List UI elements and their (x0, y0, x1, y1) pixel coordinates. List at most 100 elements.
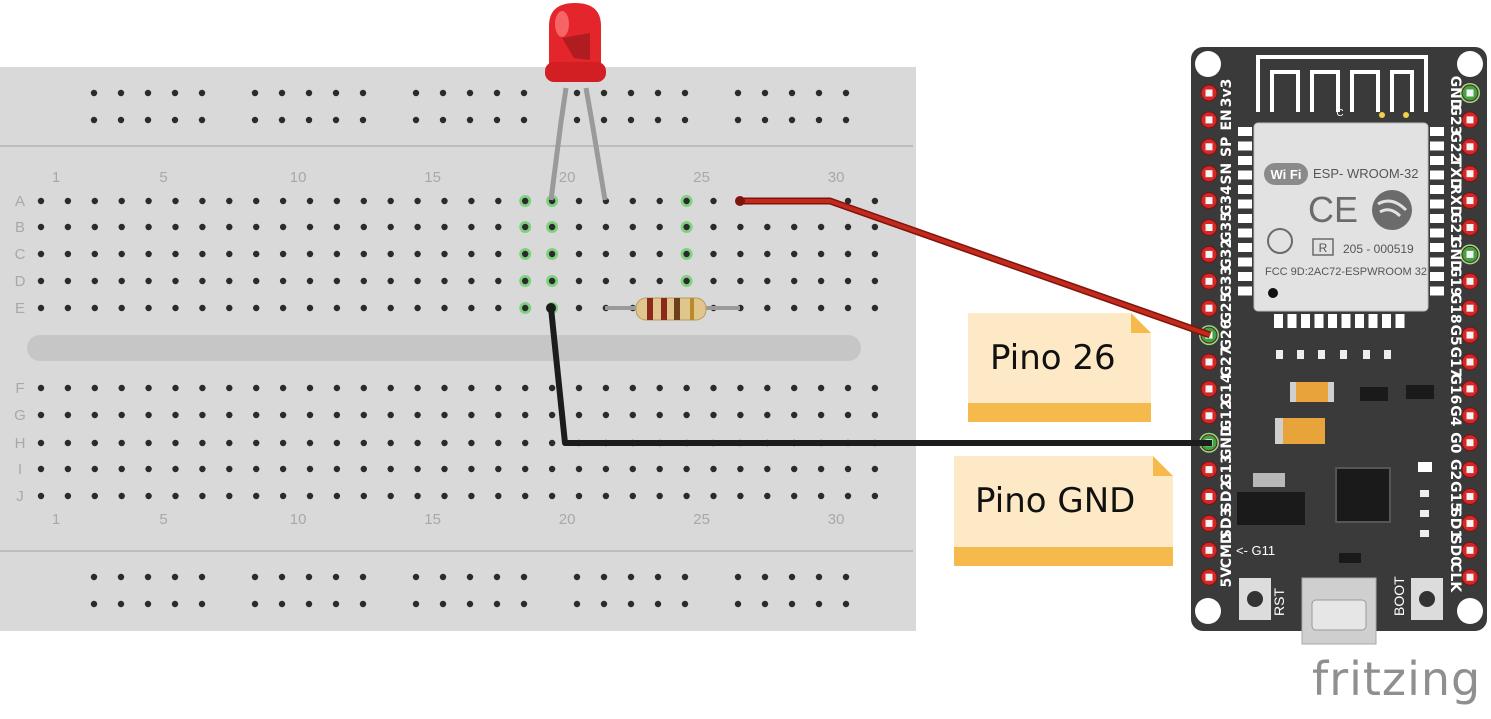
breadboard-hole (468, 384, 475, 392)
module-pad (1238, 185, 1252, 194)
breadboard-hole (172, 304, 179, 312)
left-pin-label: CMD (1219, 532, 1235, 568)
left-pin-pad (1205, 358, 1213, 366)
rail-hole (600, 116, 608, 124)
breadboard-hole (791, 250, 798, 258)
breadboard-hole (414, 250, 421, 258)
rail-hole (278, 89, 286, 97)
breadboard-hole (548, 223, 556, 231)
column-number: 10 (290, 169, 307, 186)
breadboard-hole (226, 492, 233, 500)
rail-hole (573, 116, 581, 124)
breadboard-hole (253, 439, 260, 447)
breadboard-hole (683, 411, 690, 419)
right-pin-pad (1466, 519, 1474, 527)
breadboard-hole (172, 223, 179, 231)
rail-hole (493, 600, 501, 608)
row-letter: J (16, 488, 24, 505)
left-pin-pad (1205, 89, 1213, 97)
breadboard-hole (495, 304, 502, 312)
right-pin-label: RXD (1447, 184, 1463, 217)
breadboard-hole (844, 465, 852, 473)
breadboard-hole (441, 492, 448, 500)
right-pin-label: CLK (1447, 562, 1463, 593)
breadboard-hole (710, 384, 717, 392)
led-highlight (555, 11, 569, 37)
breadboard-hole (414, 439, 421, 447)
breadboard-hole (387, 492, 394, 500)
rst-button (1247, 591, 1263, 607)
left-pin-label: G33 (1219, 266, 1235, 297)
breadboard-hole (414, 492, 421, 500)
breadboard-hole (360, 492, 367, 500)
breadboard-hole (306, 223, 314, 231)
right-pin-pad (1466, 170, 1474, 178)
breadboard-hole (306, 277, 314, 285)
breadboard-hole (495, 277, 502, 285)
left-pin-label: 5V (1219, 567, 1235, 588)
resistor-band (674, 298, 680, 320)
breadboard-hole (871, 492, 879, 500)
left-header-pins: 3v3ENSPSNG34G35G32G33G25G26G27G14G12GNDG… (1199, 79, 1235, 588)
left-pin-pad (1205, 143, 1213, 151)
rail-hole (117, 116, 125, 124)
breadboard-hole (387, 250, 394, 258)
breadboard-hole (199, 465, 206, 473)
breadboard-hole (656, 250, 663, 258)
breadboard-hole (145, 465, 152, 473)
module-pad (1430, 127, 1444, 136)
breadboard-hole (414, 197, 421, 205)
note-pin26-body (968, 313, 1151, 422)
breadboard-hole (629, 277, 636, 285)
module-pad (1301, 314, 1310, 328)
module-pad (1430, 141, 1444, 151)
right-pin-pad (1466, 250, 1474, 258)
left-pin-label: SD2 (1219, 481, 1235, 512)
breadboard-hole (710, 223, 717, 231)
left-pin-label: G13 (1219, 454, 1235, 485)
breadboard-hole (844, 277, 852, 285)
mount-hole (1195, 51, 1221, 77)
module-pad (1430, 228, 1444, 238)
breadboard-hole (468, 223, 475, 231)
smd-resistor (1340, 350, 1347, 359)
breadboard-hole (656, 223, 663, 231)
left-pin-pad (1205, 385, 1213, 393)
rail-hole (788, 89, 796, 97)
rail-hole (493, 89, 501, 97)
espressif-icon-wave (1377, 199, 1408, 218)
usb-chip (1335, 467, 1391, 523)
breadboard-hole (37, 277, 45, 285)
breadboard-hole (333, 304, 341, 312)
right-pin-pad (1466, 439, 1474, 447)
module-pads (1238, 127, 1444, 328)
note-gnd-body (954, 456, 1173, 566)
right-pin-pad (1466, 304, 1474, 312)
rail-hole (90, 600, 98, 608)
rail-hole (600, 600, 608, 608)
breadboard-hole (306, 384, 314, 392)
breadboard-hole (64, 304, 72, 312)
breadboard-hole (522, 411, 529, 419)
note-gnd-band (954, 547, 1173, 566)
breadboard-hole (764, 223, 771, 231)
breadboard-hole (710, 492, 717, 500)
breadboard-hole (817, 277, 825, 285)
breadboard-hole (791, 277, 798, 285)
breadboard-hole (91, 277, 99, 285)
breadboard-hole (199, 197, 206, 205)
module-pad (1382, 314, 1391, 328)
breadboard-hole (145, 250, 152, 258)
rail-hole (171, 573, 179, 581)
breadboard-hole (575, 465, 583, 473)
breadboard-hole (279, 223, 287, 231)
breadboard-hole (575, 411, 583, 419)
rail-hole (305, 600, 313, 608)
breadboard-hole (629, 465, 636, 473)
breadboard-hole (710, 411, 717, 419)
breadboard-hole (495, 197, 502, 205)
breadboard-hole (522, 197, 529, 205)
breadboard-hole (118, 439, 125, 447)
left-pin-pad (1205, 277, 1213, 285)
